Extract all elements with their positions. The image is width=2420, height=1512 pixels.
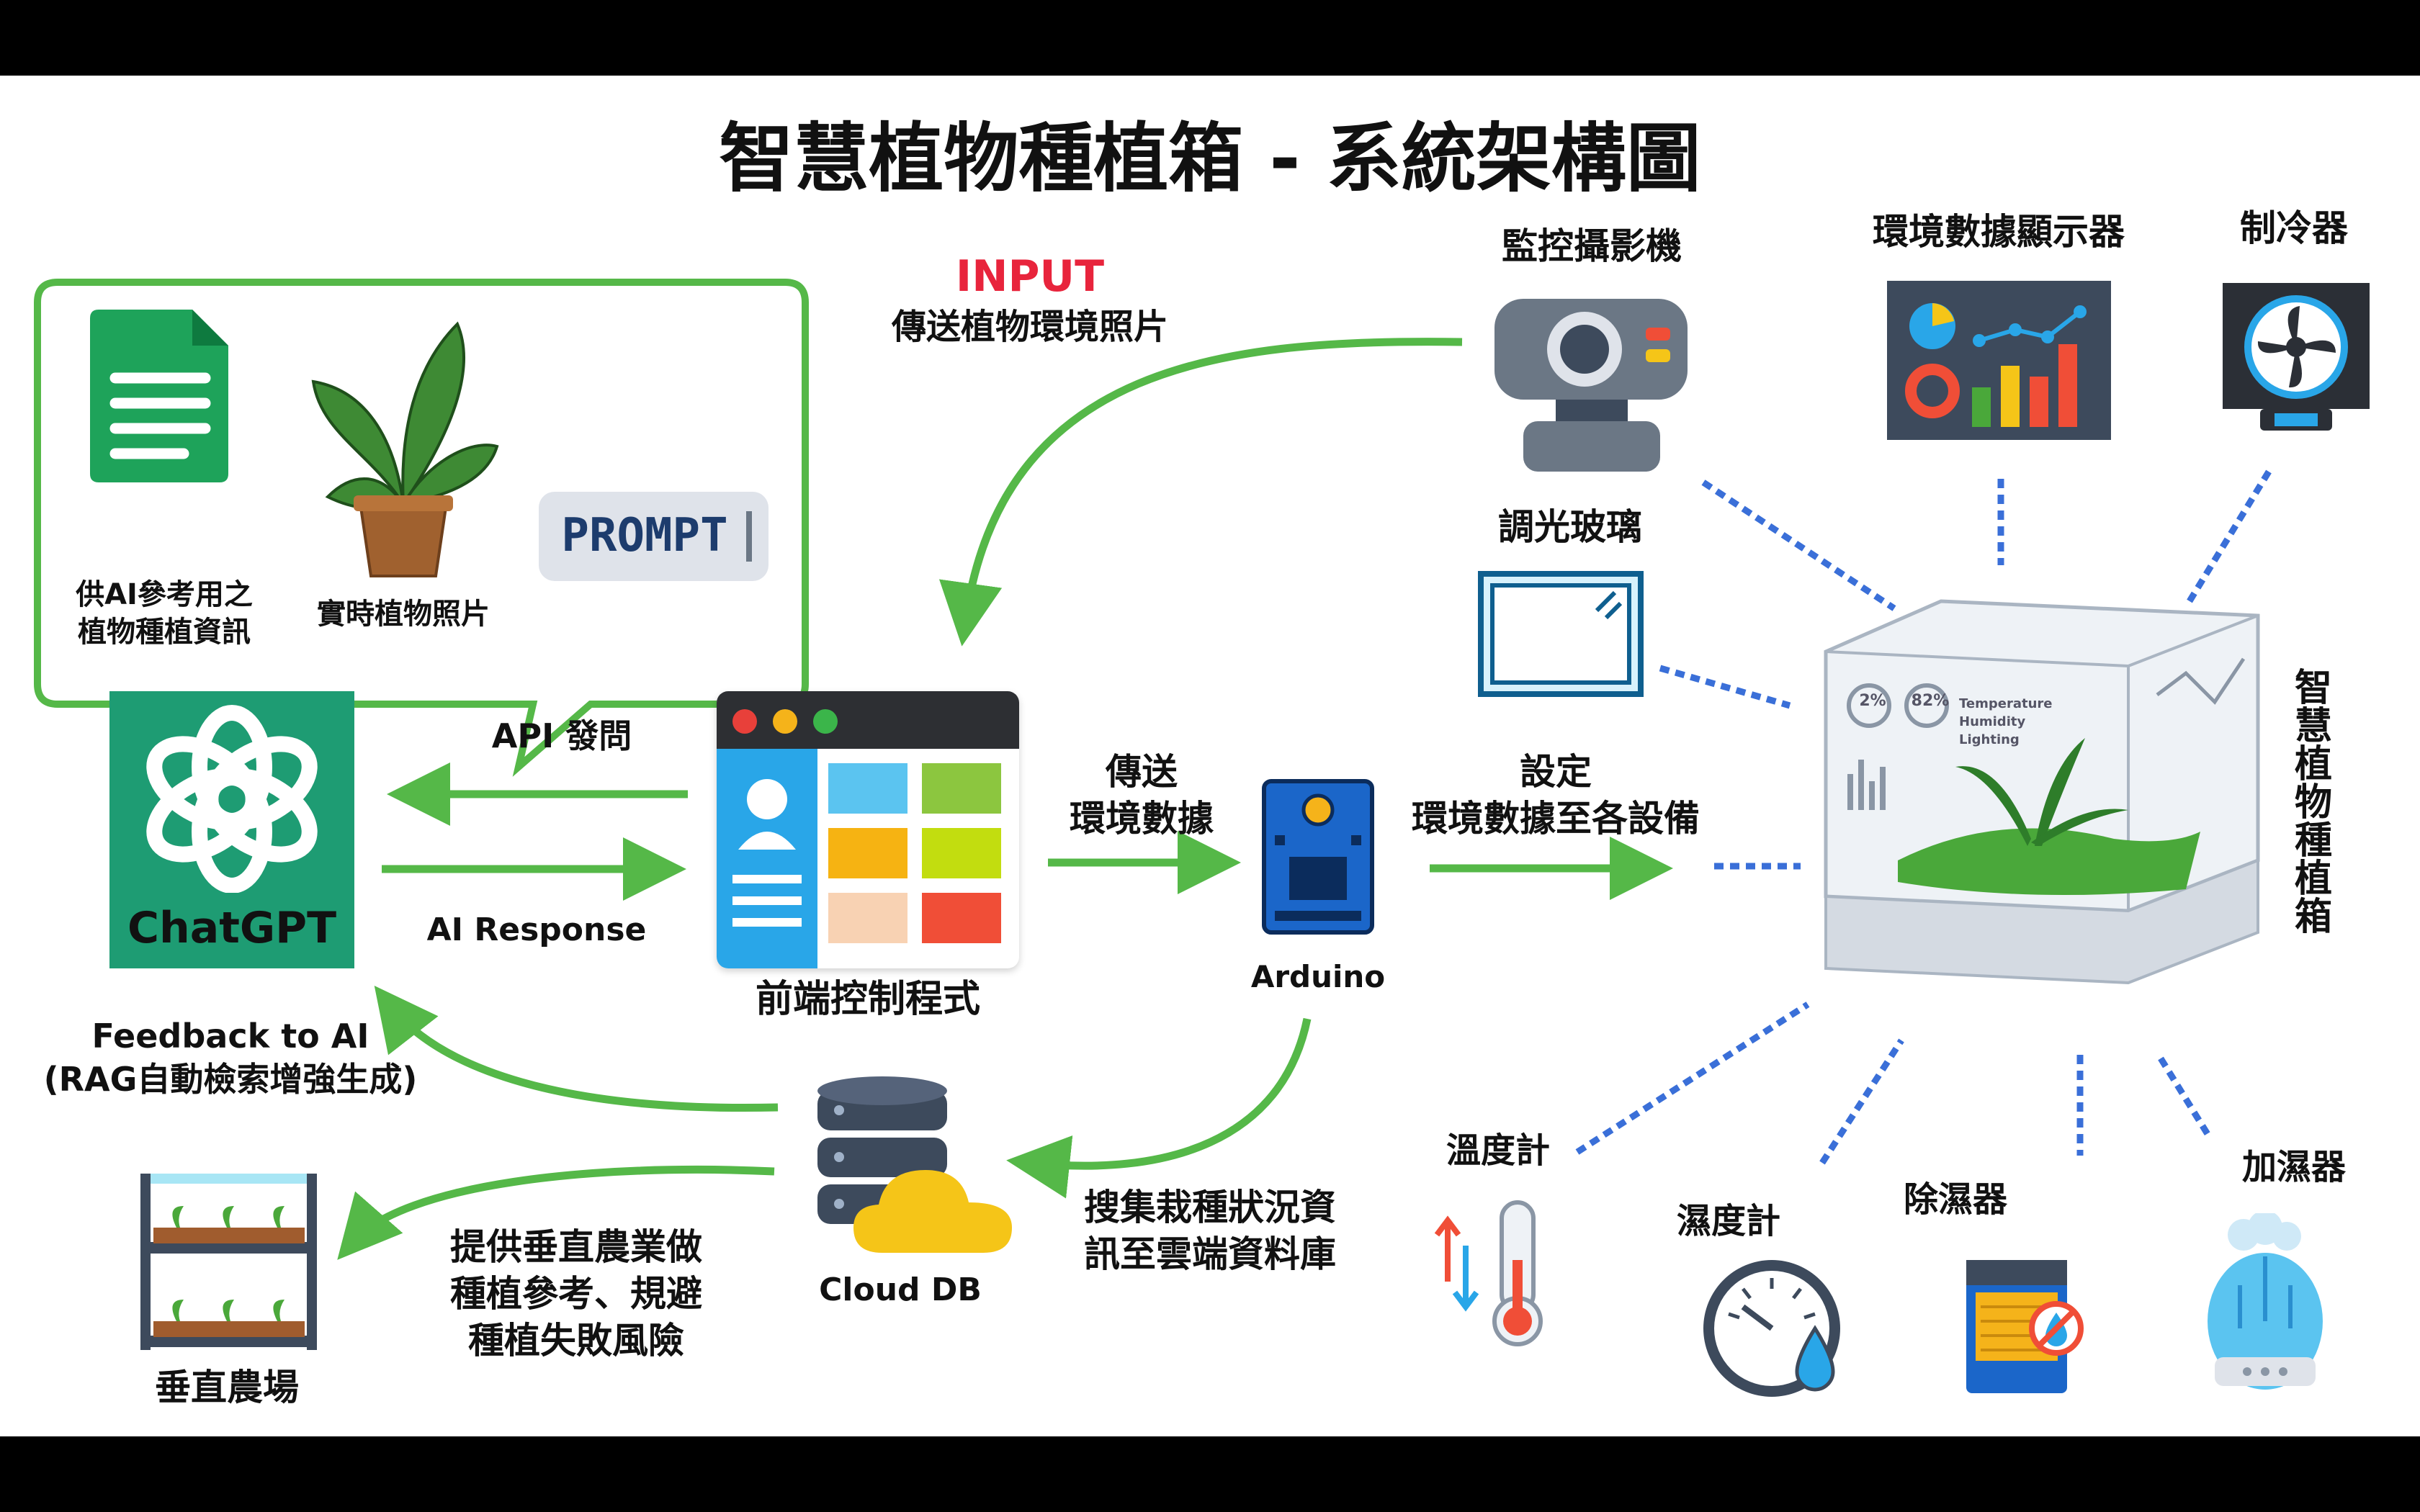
maximize-dot-icon [813,709,838,734]
provide-label: 提供垂直農業做 種植參考、規避 種植失敗風險 [403,1224,749,1364]
tile-grid [828,763,1001,943]
dehumidifier-label: 除濕器 [1903,1179,2007,1220]
user-icon [732,779,802,927]
smart-growing-box-icon [1824,599,2260,985]
box-screen-row-2: Humidity [1959,714,2026,730]
vertical-farm-label: 垂直農場 [155,1367,299,1408]
cloud-database-icon [817,1076,1012,1253]
box-screen-reading-2: 82% [1911,692,1950,710]
camera-label: 監控攝影機 [1502,225,1682,267]
document-label: 供AI參考用之 植物種植資訊 [56,576,272,651]
cooler-fan-icon [2223,283,2370,431]
provide-line-1: 提供垂直農業做 [450,1226,702,1268]
document-icon [90,310,228,482]
smart-box-vertical-label: 智慧植物種植箱 [2294,667,2332,939]
send-env-line-1: 傳送 [1106,751,1178,793]
humidifier-icon [2208,1213,2323,1390]
arduino-board-icon [1262,779,1374,935]
collect-label: 搜集栽種狀況資 訊至雲端資料庫 [1037,1184,1383,1278]
smart-glass-label: 調光玻璃 [1498,506,1642,548]
chatgpt-logo: ChatGPT [109,691,354,968]
input-heading: INPUT [955,251,1105,302]
close-dot-icon [732,709,757,734]
box-screen-readout: Temperature Humidity Lighting [1959,695,2053,750]
set-env-line-1: 設定 [1520,751,1592,793]
provide-line-2: 種植參考、規避 [450,1273,702,1315]
arrow-db-to-farm [337,1165,775,1260]
humidifier-label: 加濕器 [2241,1147,2346,1187]
set-env-label: 設定 環境數據至各設備 [1354,749,1757,842]
cooler-label: 制冷器 [2240,207,2348,249]
window-titlebar [717,691,1019,749]
box-screen-row-3: Lighting [1959,732,2020,748]
camera-icon [1494,299,1688,472]
ai-response-label: AI Response [426,912,647,948]
page-title: 智慧植物種植箱 - 系統架構圖 [719,114,1701,202]
chatgpt-name: ChatGPT [127,903,337,953]
input-caption: 傳送植物環境照片 [891,307,1168,347]
link-camera [1701,480,1896,611]
collect-line-2: 訊至雲端資料庫 [1084,1233,1336,1275]
prompt-text: PROMPT [561,509,728,562]
minimize-dot-icon [773,709,797,734]
provide-line-3: 種植失敗風險 [468,1320,684,1362]
hygrometer-icon [1703,1260,1840,1397]
box-screen-reading-1: 2% [1859,692,1886,710]
openai-icon [146,705,318,894]
hygrometer-label: 濕度計 [1676,1201,1780,1241]
feedback-line-2: (RAG自動檢索增強生成) [43,1059,418,1099]
feedback-line-1: Feedback to AI [91,1017,369,1056]
plant-photo-label: 實時植物照片 [317,598,490,631]
cloud-db-label: Cloud DB [819,1272,982,1308]
api-ask-label: API 發問 [491,716,632,755]
frontend-window-icon [717,691,1019,968]
link-glass [1659,665,1791,709]
dehumidifier-icon [1966,1260,2084,1393]
document-label-line-1: 供AI參考用之 [76,578,253,611]
box-screen-row-1: Temperature [1959,696,2053,711]
link-humidifier [2158,1056,2210,1136]
set-env-line-2: 環境數據至各設備 [1412,798,1700,840]
diagram-canvas: 智慧植物種植箱 - 系統架構圖 供AI參考用之 植物種植資訊 實時植物照片 PR… [0,76,2420,1436]
smart-glass-icon [1478,571,1644,697]
collect-line-1: 搜集栽種狀況資 [1084,1187,1336,1228]
thermometer-icon [1434,1200,1543,1346]
prompt-icon [539,492,768,581]
frontend-label: 前端控制程式 [755,978,980,1021]
vertical-farm-icon [140,1174,317,1350]
plant-photo-icon [311,321,499,577]
feedback-label: Feedback to AI (RAG自動檢索增強生成) [11,1015,450,1102]
display-label: 環境數據顯示器 [1873,211,2125,253]
arrow-feedback [374,985,779,1112]
thermometer-label: 溫度計 [1446,1130,1550,1171]
profile-panel [717,749,817,968]
link-thermometer [1575,1002,1810,1155]
data-display-icon [1887,281,2111,440]
document-label-line-2: 植物種植資訊 [78,616,251,649]
send-env-line-2: 環境數據 [1070,798,1214,840]
connector-layer [337,338,2272,1260]
arrow-arduino-to-db [1006,1017,1312,1199]
link-cooler [2187,469,2272,603]
arrow-input-to-frontend [939,338,1463,647]
arduino-label: Arduino [1250,959,1386,994]
send-env-label: 傳送 環境數據 [1034,749,1250,842]
link-hygrometer [1819,1038,1904,1165]
